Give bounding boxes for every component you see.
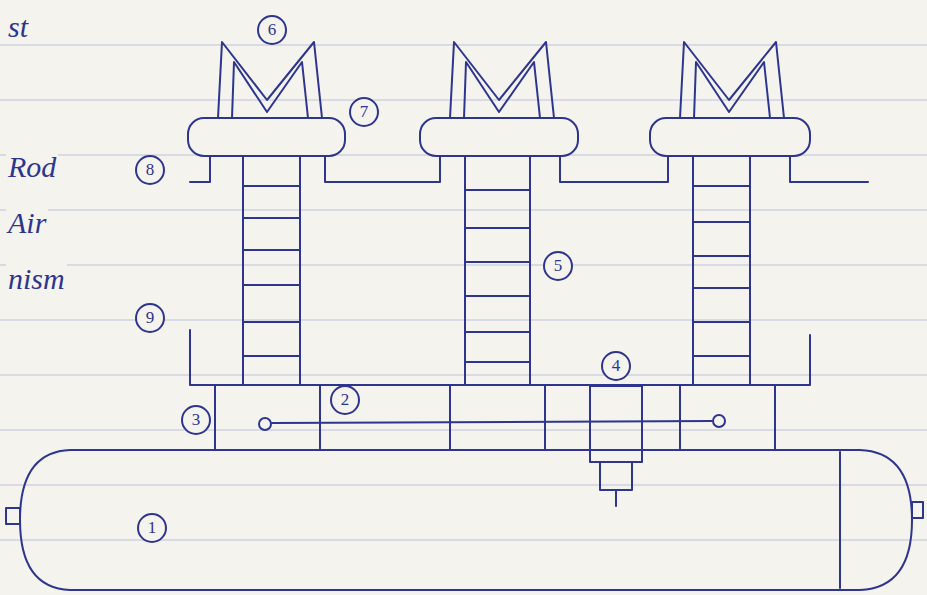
m-frame-outer xyxy=(680,42,784,118)
ruled-line xyxy=(0,374,927,375)
ruled-line xyxy=(0,99,927,100)
callout-number: 3 xyxy=(181,405,211,435)
callout-number: 6 xyxy=(257,15,287,45)
tank-nozzle xyxy=(6,508,20,524)
callout-number: 4 xyxy=(601,351,631,381)
side-note: nism xyxy=(6,262,67,295)
ladder-rungs xyxy=(243,186,300,356)
m-frame xyxy=(218,42,322,118)
ruled-line xyxy=(0,539,927,540)
support-line xyxy=(790,156,868,182)
m-frame-inner xyxy=(694,62,770,118)
support-line xyxy=(190,156,210,182)
column-cap xyxy=(188,118,345,156)
m-frame-inner xyxy=(464,62,540,118)
callout-number: 9 xyxy=(135,303,165,333)
side-note: Rod xyxy=(6,150,58,183)
ladder-rungs xyxy=(465,190,530,362)
ladder-column xyxy=(465,156,530,385)
m-frame xyxy=(450,42,554,118)
callout-number: 7 xyxy=(349,97,379,127)
cylinder-pipe xyxy=(615,490,617,506)
m-frame-inner xyxy=(232,62,308,118)
cylinder-stem xyxy=(600,462,632,490)
ruled-line xyxy=(0,44,927,45)
m-frame-outer xyxy=(218,42,322,118)
ladder-rungs xyxy=(693,186,750,356)
column-cap xyxy=(650,118,810,156)
tank-end-seam xyxy=(839,452,841,588)
base-block-edge xyxy=(679,385,681,450)
ladder-column xyxy=(243,156,300,385)
m-frame-outer xyxy=(450,42,554,118)
air-cylinder xyxy=(590,386,642,462)
rod-pin xyxy=(259,418,271,430)
base-block-edge xyxy=(319,385,321,450)
support-line xyxy=(325,156,440,182)
mechanism-frame xyxy=(775,335,810,385)
callout-number: 5 xyxy=(543,251,573,281)
mechanism-frame xyxy=(190,330,215,385)
callout-number: 2 xyxy=(330,385,360,415)
ruled-lines xyxy=(0,45,927,540)
sketch xyxy=(6,42,923,590)
callout-number: 1 xyxy=(137,513,167,543)
callout-number: 8 xyxy=(135,155,165,185)
column-cap xyxy=(420,118,578,156)
support-line xyxy=(560,156,668,182)
base-block-edge xyxy=(214,385,216,450)
base-block-edge xyxy=(774,385,776,450)
ruled-line xyxy=(0,209,927,210)
air-tank xyxy=(20,450,912,590)
ruled-line xyxy=(0,264,927,265)
m-frame xyxy=(680,42,784,118)
rod-pin xyxy=(713,415,725,427)
ruled-line xyxy=(0,429,927,430)
ruled-line xyxy=(0,484,927,485)
side-note: st xyxy=(6,10,30,43)
connecting-rod xyxy=(272,421,712,423)
ladder-column xyxy=(693,156,750,385)
tank-nozzle xyxy=(912,502,923,518)
base-block-edge xyxy=(449,385,451,450)
base-block-edge xyxy=(544,385,546,450)
side-note: Air xyxy=(6,206,48,239)
